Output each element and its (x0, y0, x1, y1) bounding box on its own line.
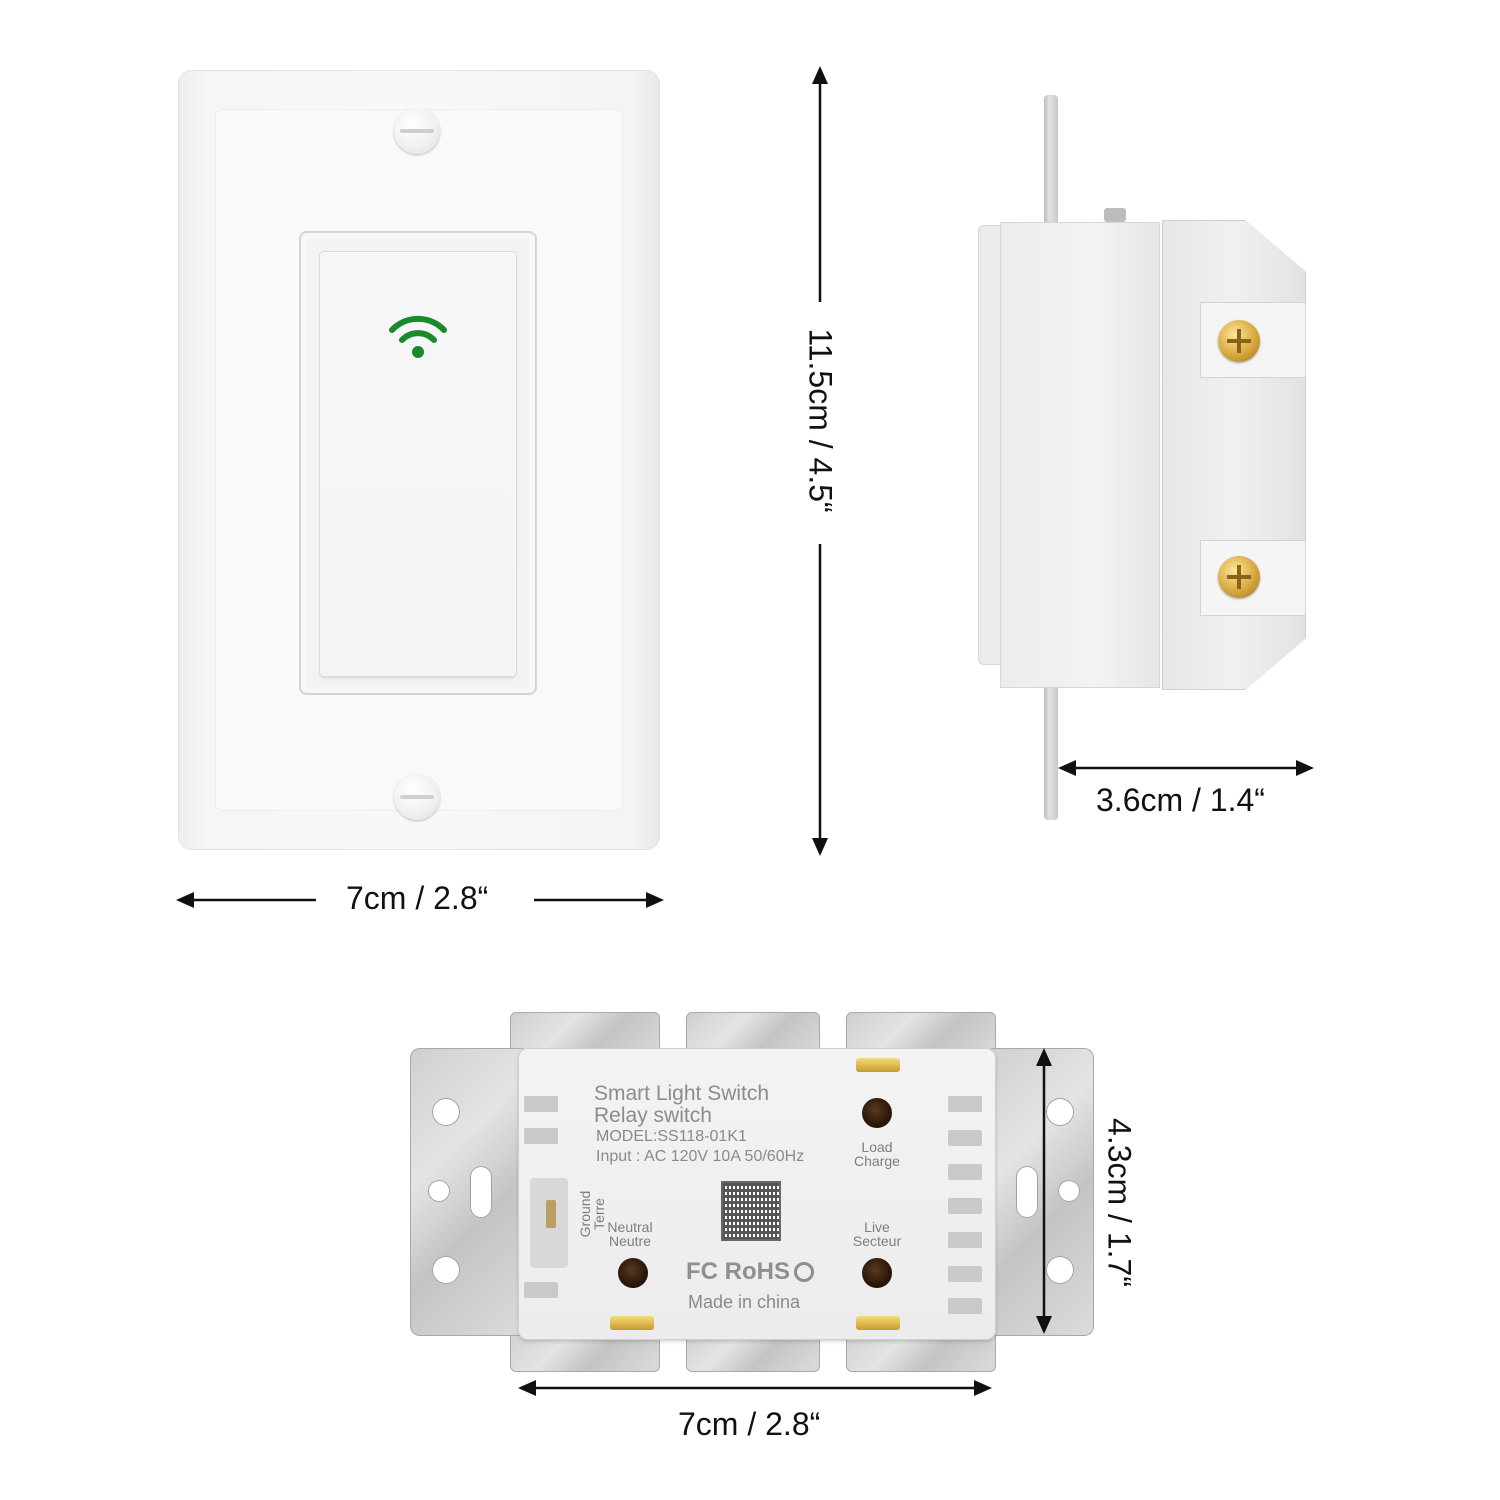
label-live-fr: Secteur (852, 1233, 902, 1249)
back-width-label: 7cm / 2.8“ (678, 1406, 821, 1442)
strap-hole (428, 1180, 450, 1202)
strap-slot (470, 1166, 492, 1218)
label-ground: Ground Terre (577, 1184, 607, 1244)
strap-hole (432, 1098, 460, 1126)
label-input-rating: Input : AC 120V 10A 50/60Hz (596, 1148, 805, 1165)
side-body-rear (1162, 220, 1306, 690)
vent-slot (948, 1198, 982, 1214)
qr-code-icon (723, 1183, 779, 1239)
front-width-label: 7cm / 2.8“ (346, 880, 489, 916)
label-product-name: Smart Light Switch (594, 1082, 770, 1105)
live-terminal (862, 1258, 892, 1288)
front-width-arrows (176, 892, 664, 908)
side-body-front (1000, 222, 1160, 688)
label-ground-en: Ground (577, 1190, 593, 1238)
vent-slot (948, 1096, 982, 1112)
label-neutral: Neutral Neutre (602, 1220, 658, 1248)
vent-slot (524, 1096, 558, 1112)
label-load-en: Load (861, 1139, 893, 1155)
vent-slot (948, 1298, 982, 1314)
strap-hole (1046, 1256, 1074, 1284)
back-height-arrows (1036, 1048, 1052, 1334)
label-product-type: Relay switch (594, 1104, 712, 1127)
front-height-arrows (812, 66, 828, 856)
strap-hole (1046, 1098, 1074, 1126)
load-terminal (862, 1098, 892, 1128)
back-height-label: 4.3cm / 1.7“ (1101, 1118, 1138, 1287)
terminal-clip (610, 1316, 654, 1330)
certification-marks: FC RoHS (686, 1258, 790, 1285)
terminal-clip (856, 1058, 900, 1072)
neutral-terminal (618, 1258, 648, 1288)
label-model: MODEL:SS118-01K1 (596, 1128, 747, 1145)
label-origin: Made in china (688, 1292, 801, 1312)
side-screw-bottom-icon (1218, 556, 1260, 598)
label-live-en: Live (864, 1219, 890, 1235)
recycle-icon (794, 1262, 814, 1282)
label-neutral-fr: Neutre (608, 1233, 652, 1249)
vent-slot (948, 1232, 982, 1248)
label-load-fr: Charge (854, 1153, 900, 1169)
side-screw-top-icon (1218, 320, 1260, 362)
back-width-arrows (518, 1380, 992, 1396)
front-height-label: 11.5cm / 4.5“ (802, 328, 839, 513)
label-neutral-en: Neutral (607, 1219, 653, 1235)
side-ground-screw (1104, 208, 1126, 222)
ground-screw (546, 1200, 556, 1228)
label-ground-fr: Terre (591, 1198, 607, 1230)
strap-hole (432, 1256, 460, 1284)
vent-slot (524, 1128, 558, 1144)
vent-slot (948, 1266, 982, 1282)
side-depth-arrows (1058, 760, 1314, 776)
plate-screw-bottom (394, 774, 440, 820)
side-depth-label: 3.6cm / 1.4“ (1096, 782, 1265, 818)
terminal-clip (856, 1316, 900, 1330)
strap-slot (1016, 1166, 1038, 1218)
label-live: Live Secteur (846, 1220, 908, 1248)
label-load: Load Charge (850, 1140, 904, 1168)
vent-slot (524, 1282, 558, 1298)
rocker-switch[interactable] (320, 252, 516, 676)
wifi-icon (389, 315, 447, 358)
plate-screw-top (394, 108, 440, 154)
strap-hole (1058, 1180, 1080, 1202)
vent-slot (948, 1164, 982, 1180)
vent-slot (948, 1130, 982, 1146)
